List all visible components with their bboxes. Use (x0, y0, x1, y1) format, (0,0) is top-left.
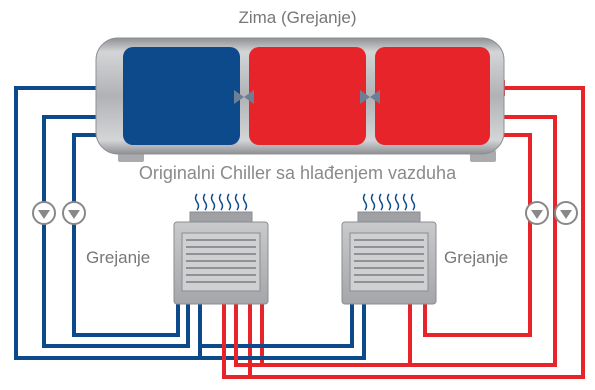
pump-icon (32, 201, 56, 225)
red-pipe-cross-2 (222, 303, 250, 379)
blue-pipe-cross-2 (200, 303, 366, 360)
valve-icon (360, 90, 380, 104)
unit-label-left: Grejanje (86, 248, 151, 267)
air-unit-icon (341, 211, 437, 305)
tank-section-cold (123, 47, 240, 145)
heat-waves-icon (194, 193, 248, 211)
diagram-title: Zima (Grejanje) (238, 8, 357, 27)
red-pipe-outer (248, 86, 585, 379)
blue-pipe-cross-1 (200, 303, 354, 348)
blue-pipe-outer (14, 86, 202, 360)
blue-pipe-inner (72, 133, 180, 337)
heat-waves-icon (362, 193, 416, 211)
pump-icon (525, 201, 549, 225)
red-pipe-inner (423, 133, 532, 337)
pump-icon (62, 201, 86, 225)
tank-section-hot-2 (375, 47, 490, 145)
red-pipe-cross-1 (234, 303, 412, 367)
unit-label-right: Grejanje (444, 248, 509, 267)
blue-pipe-middle (42, 115, 190, 348)
tank-section-hot-1 (249, 47, 366, 145)
tank (95, 37, 505, 162)
air-unit-icon (173, 211, 269, 305)
pipes (14, 86, 585, 379)
pump-icon (554, 201, 578, 225)
diagram-subtitle: Originalni Chiller sa hlađenjem vazduha (138, 163, 457, 183)
valve-icon (234, 90, 254, 104)
